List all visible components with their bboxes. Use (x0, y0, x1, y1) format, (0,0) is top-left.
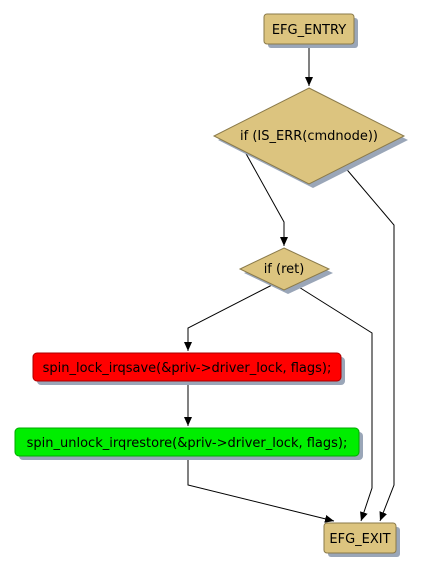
lock-node: spin_lock_irqsave(&priv->driver_lock, fl… (32, 352, 345, 385)
exit-node-box (323, 522, 397, 554)
ret-decision-label: if (ret) (264, 262, 305, 277)
edges (184, 46, 395, 523)
edge-ret-to-lock (184, 283, 275, 351)
unlock-node-box (14, 427, 360, 457)
edge-is-err-to-exit (342, 164, 395, 522)
entry-node: EFG_ENTRY (263, 13, 358, 48)
ret-decision: if (ret) (238, 247, 333, 294)
lock-node-box (32, 352, 342, 382)
unlock-node: spin_unlock_irqrestore(&priv->driver_loc… (14, 427, 363, 460)
exit-node: EFG_EXIT (323, 522, 400, 557)
is-err-decision-shape (212, 87, 406, 185)
edge-ret-to-exit (293, 283, 373, 522)
ret-decision-shape (238, 247, 331, 291)
entry-node-box (263, 13, 355, 45)
edge-is-err-to-ret (243, 149, 288, 246)
unlock-node-label: spin_unlock_irqrestore(&priv->driver_loc… (27, 436, 348, 451)
lock-node-label: spin_lock_irqsave(&priv->driver_lock, fl… (43, 361, 332, 376)
is-err-decision-label: if (IS_ERR(cmdnode)) (240, 129, 378, 144)
is-err-decision: if (IS_ERR(cmdnode)) (212, 87, 408, 188)
edge-unlock-to-exit (187, 458, 335, 523)
exit-node-label: EFG_EXIT (329, 532, 390, 547)
entry-node-label: EFG_ENTRY (272, 23, 346, 38)
